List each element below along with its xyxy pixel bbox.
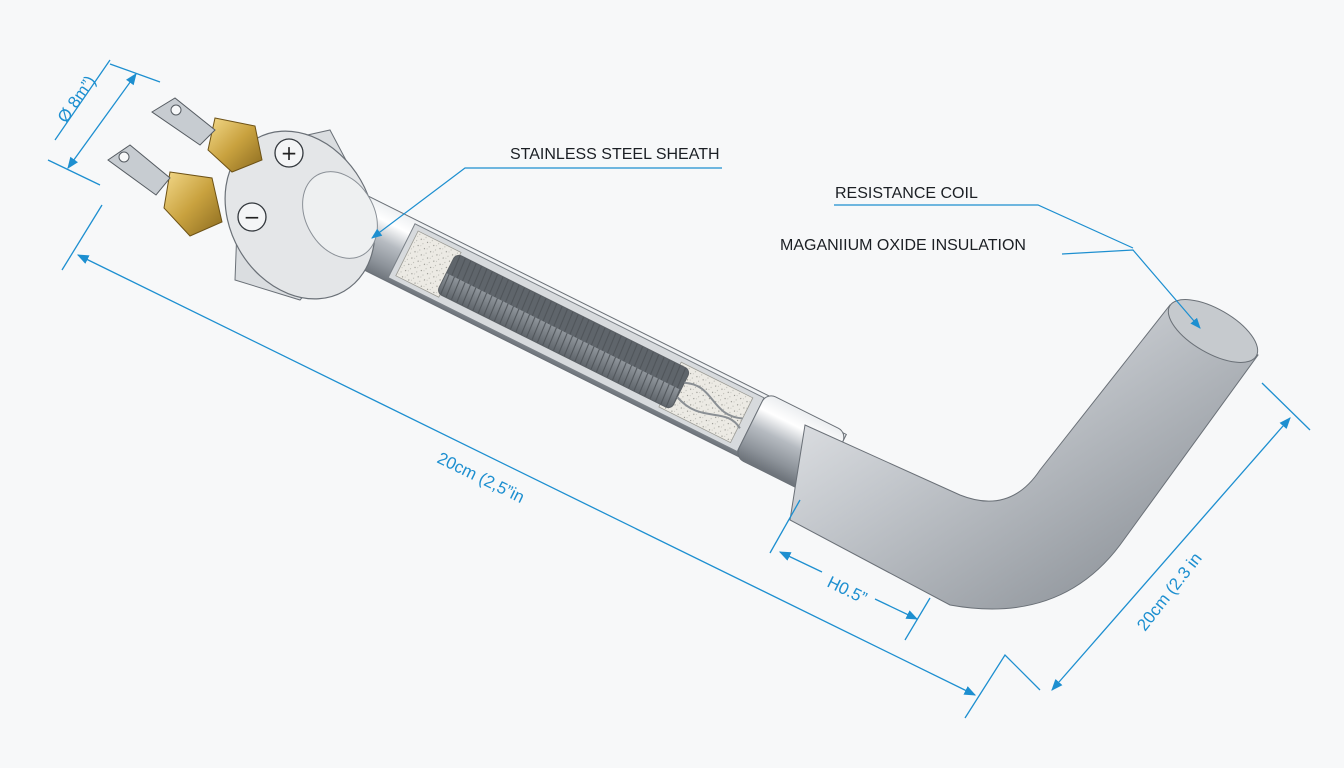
gap-text: H0.5” <box>824 573 870 608</box>
tab-hole-upper <box>170 104 182 116</box>
tab-hole-lower <box>118 151 130 163</box>
positive-terminal-marker <box>274 138 304 168</box>
label-coil: RESISTANCE COIL <box>835 185 978 202</box>
length-main-dimension-line <box>76 254 977 696</box>
brass-nut-lower <box>163 171 223 237</box>
negative-sign: − <box>244 205 261 229</box>
heater-tube <box>314 183 848 496</box>
terminal-lower <box>107 144 223 237</box>
brass-nut-upper <box>207 117 263 173</box>
leader-insulation <box>1061 249 1201 329</box>
positive-sign: + <box>281 141 298 165</box>
spade-tab-upper <box>151 97 216 146</box>
gap-arrow-left <box>778 551 823 573</box>
spade-tab-lower <box>107 144 171 196</box>
extension-line-c <box>109 63 161 83</box>
diameter-text: Ø 8m”) <box>54 72 100 126</box>
extension-line-end <box>964 653 1041 719</box>
extension-line-start <box>61 204 103 271</box>
gap-extension-b <box>904 597 931 641</box>
extension-line-b <box>47 159 101 186</box>
label-insulation: MAGANIIUM OXIDE INSULATION <box>780 237 1026 254</box>
label-sheath: STAINLESS STEEL SHEATH <box>510 146 720 163</box>
leader-sheath <box>371 167 722 239</box>
diameter-dimension-line <box>67 73 137 169</box>
length-side-text: 20cm (2.3 in <box>1133 549 1206 634</box>
length-main-text: 20cm (2,5”in <box>434 449 527 507</box>
negative-terminal-marker <box>237 202 267 232</box>
resistance-coil <box>438 254 690 409</box>
dimension-length-main: 20cm (2,5”in <box>61 204 1041 719</box>
terminal-upper <box>151 97 263 173</box>
leader-coil <box>834 204 1134 249</box>
gap-extension-a <box>769 499 801 554</box>
side-extension-a <box>1261 382 1311 431</box>
tube-end-cap <box>1167 299 1259 363</box>
gap-arrow-right <box>874 598 919 620</box>
length-side-dimension-line <box>1051 417 1291 691</box>
